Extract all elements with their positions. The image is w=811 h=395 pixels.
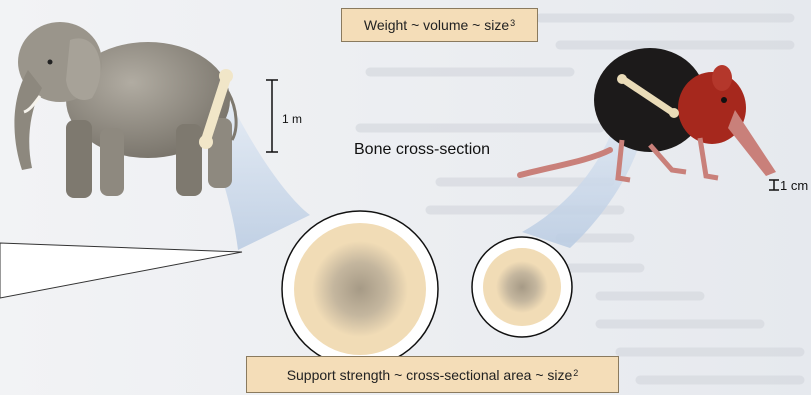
support-label-text: Support strength ~ cross-sectional area … [287, 367, 573, 383]
scale-label-small: 1 cm [780, 178, 808, 193]
scale-label-large: 1 m [282, 112, 302, 126]
small-bone-cross-section [472, 237, 572, 337]
support-label-exponent: 2 [573, 368, 578, 378]
large-bone-cross-section [282, 211, 438, 367]
weight-label-text: Weight ~ volume ~ size [364, 17, 509, 33]
bone-cross-section-label: Bone cross-section [354, 141, 490, 159]
support-label-box: Support strength ~ cross-sectional area … [246, 356, 619, 393]
weight-label-exponent: 3 [510, 18, 515, 28]
